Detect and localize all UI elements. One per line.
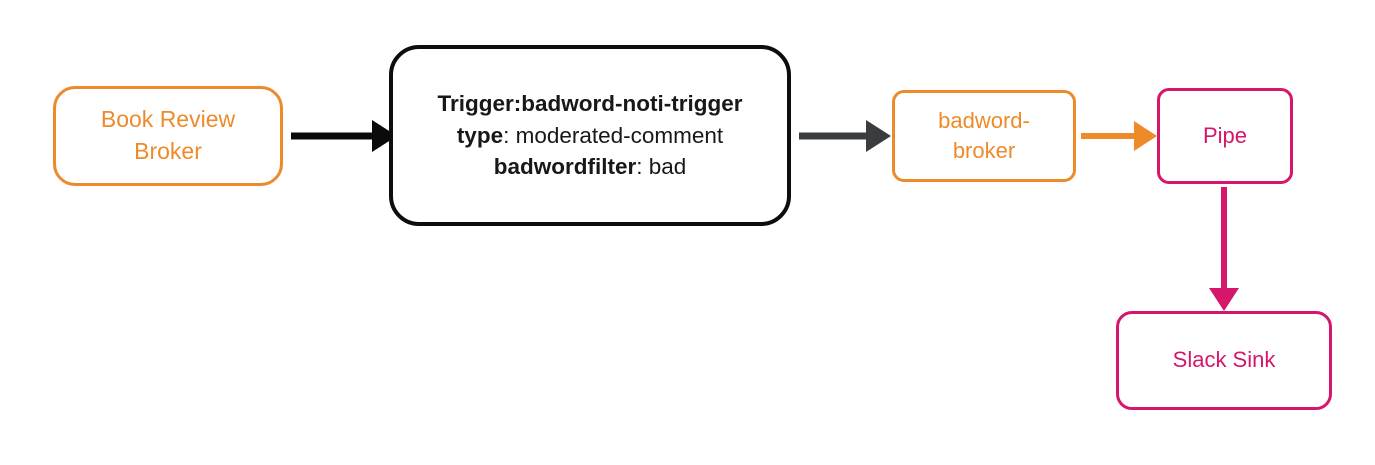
node-trigger-value-badwordfilter: : bad (636, 154, 687, 180)
node-badword-broker-label: badword- broker (938, 107, 1030, 163)
edge-trigger-to-badword-broker-arrowhead (866, 120, 891, 152)
node-slack-sink-label: Slack Sink (1172, 347, 1276, 373)
node-slack-sink[interactable]: Slack Sink (1116, 311, 1332, 410)
node-book-review-broker-label: Book Review Broker (100, 106, 236, 164)
node-trigger-line-type: type: moderated-comment (457, 120, 723, 152)
node-trigger-key-badwordfilter: badwordfilter (493, 154, 637, 180)
node-pipe[interactable]: Pipe (1157, 88, 1293, 184)
node-badword-broker[interactable]: badword- broker (892, 90, 1076, 182)
node-book-review-broker[interactable]: Book Review Broker (53, 86, 283, 186)
edge-pipe-to-slack-sink (1209, 187, 1239, 311)
node-trigger-key-trigger: Trigger: (437, 90, 522, 116)
edge-trigger-to-badword-broker (799, 120, 891, 152)
node-trigger-key-type: type (456, 122, 504, 148)
edge-badword-broker-to-pipe (1081, 121, 1157, 151)
edge-badword-broker-to-pipe-arrowhead (1134, 121, 1157, 151)
edge-broker-to-trigger-arrowhead (372, 120, 397, 152)
node-trigger[interactable]: Trigger:badword-noti-trigger type: moder… (389, 45, 791, 226)
edge-pipe-to-slack-sink-arrowhead (1209, 288, 1239, 311)
node-trigger-value-type: : moderated-comment (503, 122, 724, 148)
node-trigger-line-badwordfilter: badwordfilter: bad (494, 151, 687, 183)
node-trigger-line-trigger: Trigger:badword-noti-trigger (438, 88, 743, 120)
node-pipe-label: Pipe (1202, 122, 1248, 148)
edge-broker-to-trigger (291, 120, 397, 152)
node-trigger-value-trigger: badword-noti-trigger (521, 90, 743, 116)
